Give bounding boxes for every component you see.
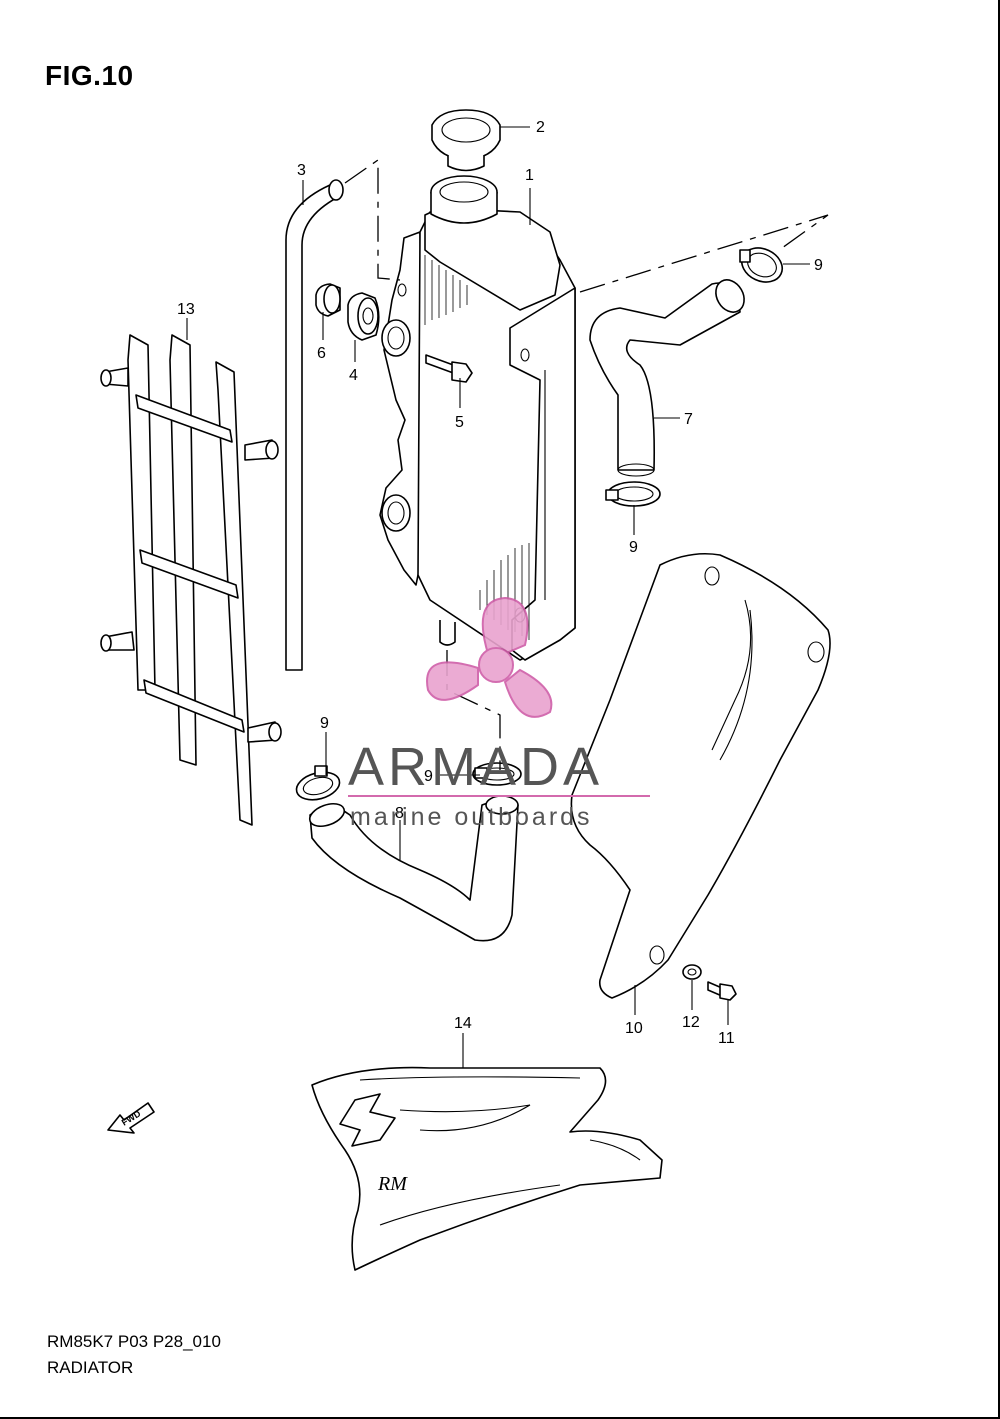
radiator-part-1[interactable] — [379, 175, 576, 661]
armada-watermark: ARMADA marine outboards — [348, 596, 650, 831]
callout-14: 14 — [454, 1015, 472, 1032]
brand-s-logo — [339, 1093, 396, 1147]
hose-clamp-part-9-upper[interactable] — [736, 242, 788, 289]
forward-direction-icon: FWD — [107, 1102, 155, 1134]
callout-6: 6 — [317, 345, 326, 362]
watermark-brand: ARMADA — [348, 737, 603, 797]
callout-4: 4 — [349, 367, 358, 384]
callout-9-upper: 9 — [814, 257, 823, 274]
propeller-logo-icon — [426, 596, 553, 718]
callout-5: 5 — [455, 414, 464, 431]
hose-clamp-part-9-left[interactable] — [293, 765, 342, 804]
callout-13: 13 — [177, 301, 195, 318]
figure-name: RADIATOR — [47, 1358, 134, 1377]
callout-9-left: 9 — [320, 715, 329, 732]
callout-3: 3 — [297, 162, 306, 179]
overflow-tube-part-3[interactable] — [285, 179, 344, 671]
cushion-part-4[interactable] — [347, 292, 380, 341]
figure-title: FIG.10 — [45, 60, 134, 91]
callout-7: 7 — [684, 411, 693, 428]
upper-hose-part-7[interactable] — [589, 275, 750, 477]
callout-2: 2 — [536, 119, 545, 136]
watermark-tagline: marine outboards — [350, 803, 593, 831]
callout-10: 10 — [625, 1020, 643, 1037]
hose-clamp-part-9-mid[interactable] — [605, 481, 661, 507]
figure-code: RM85K7 P03 P28_010 — [47, 1332, 221, 1351]
callout-8: 8 — [395, 805, 404, 822]
radiator-cap-part-2[interactable] — [431, 109, 501, 172]
bolt-part-11[interactable] — [707, 981, 737, 1001]
bolt-part-5[interactable] — [425, 354, 473, 383]
leader-lines — [186, 126, 810, 1068]
shroud-model-text: RM — [377, 1173, 408, 1195]
hose-clamp-part-9-lower[interactable] — [472, 762, 522, 786]
radiator-guard-part-13[interactable] — [100, 334, 282, 826]
radiator-cover-part-10[interactable] — [570, 552, 831, 999]
callout-11: 11 — [718, 1030, 735, 1047]
callout-9-lower: 9 — [424, 768, 433, 785]
callout-labels: 1 2 3 4 5 6 7 8 9 9 9 9 10 11 12 13 14 — [177, 119, 823, 1047]
guard-peg — [100, 367, 282, 743]
callout-12: 12 — [682, 1014, 700, 1031]
radiator-shroud-part-14[interactable]: RM — [311, 1066, 663, 1271]
collar-part-6[interactable] — [315, 283, 341, 317]
lower-hose-part-8[interactable] — [307, 795, 519, 942]
washer-part-12[interactable] — [682, 964, 702, 980]
callout-1: 1 — [525, 167, 534, 184]
callout-9-mid: 9 — [629, 539, 638, 556]
